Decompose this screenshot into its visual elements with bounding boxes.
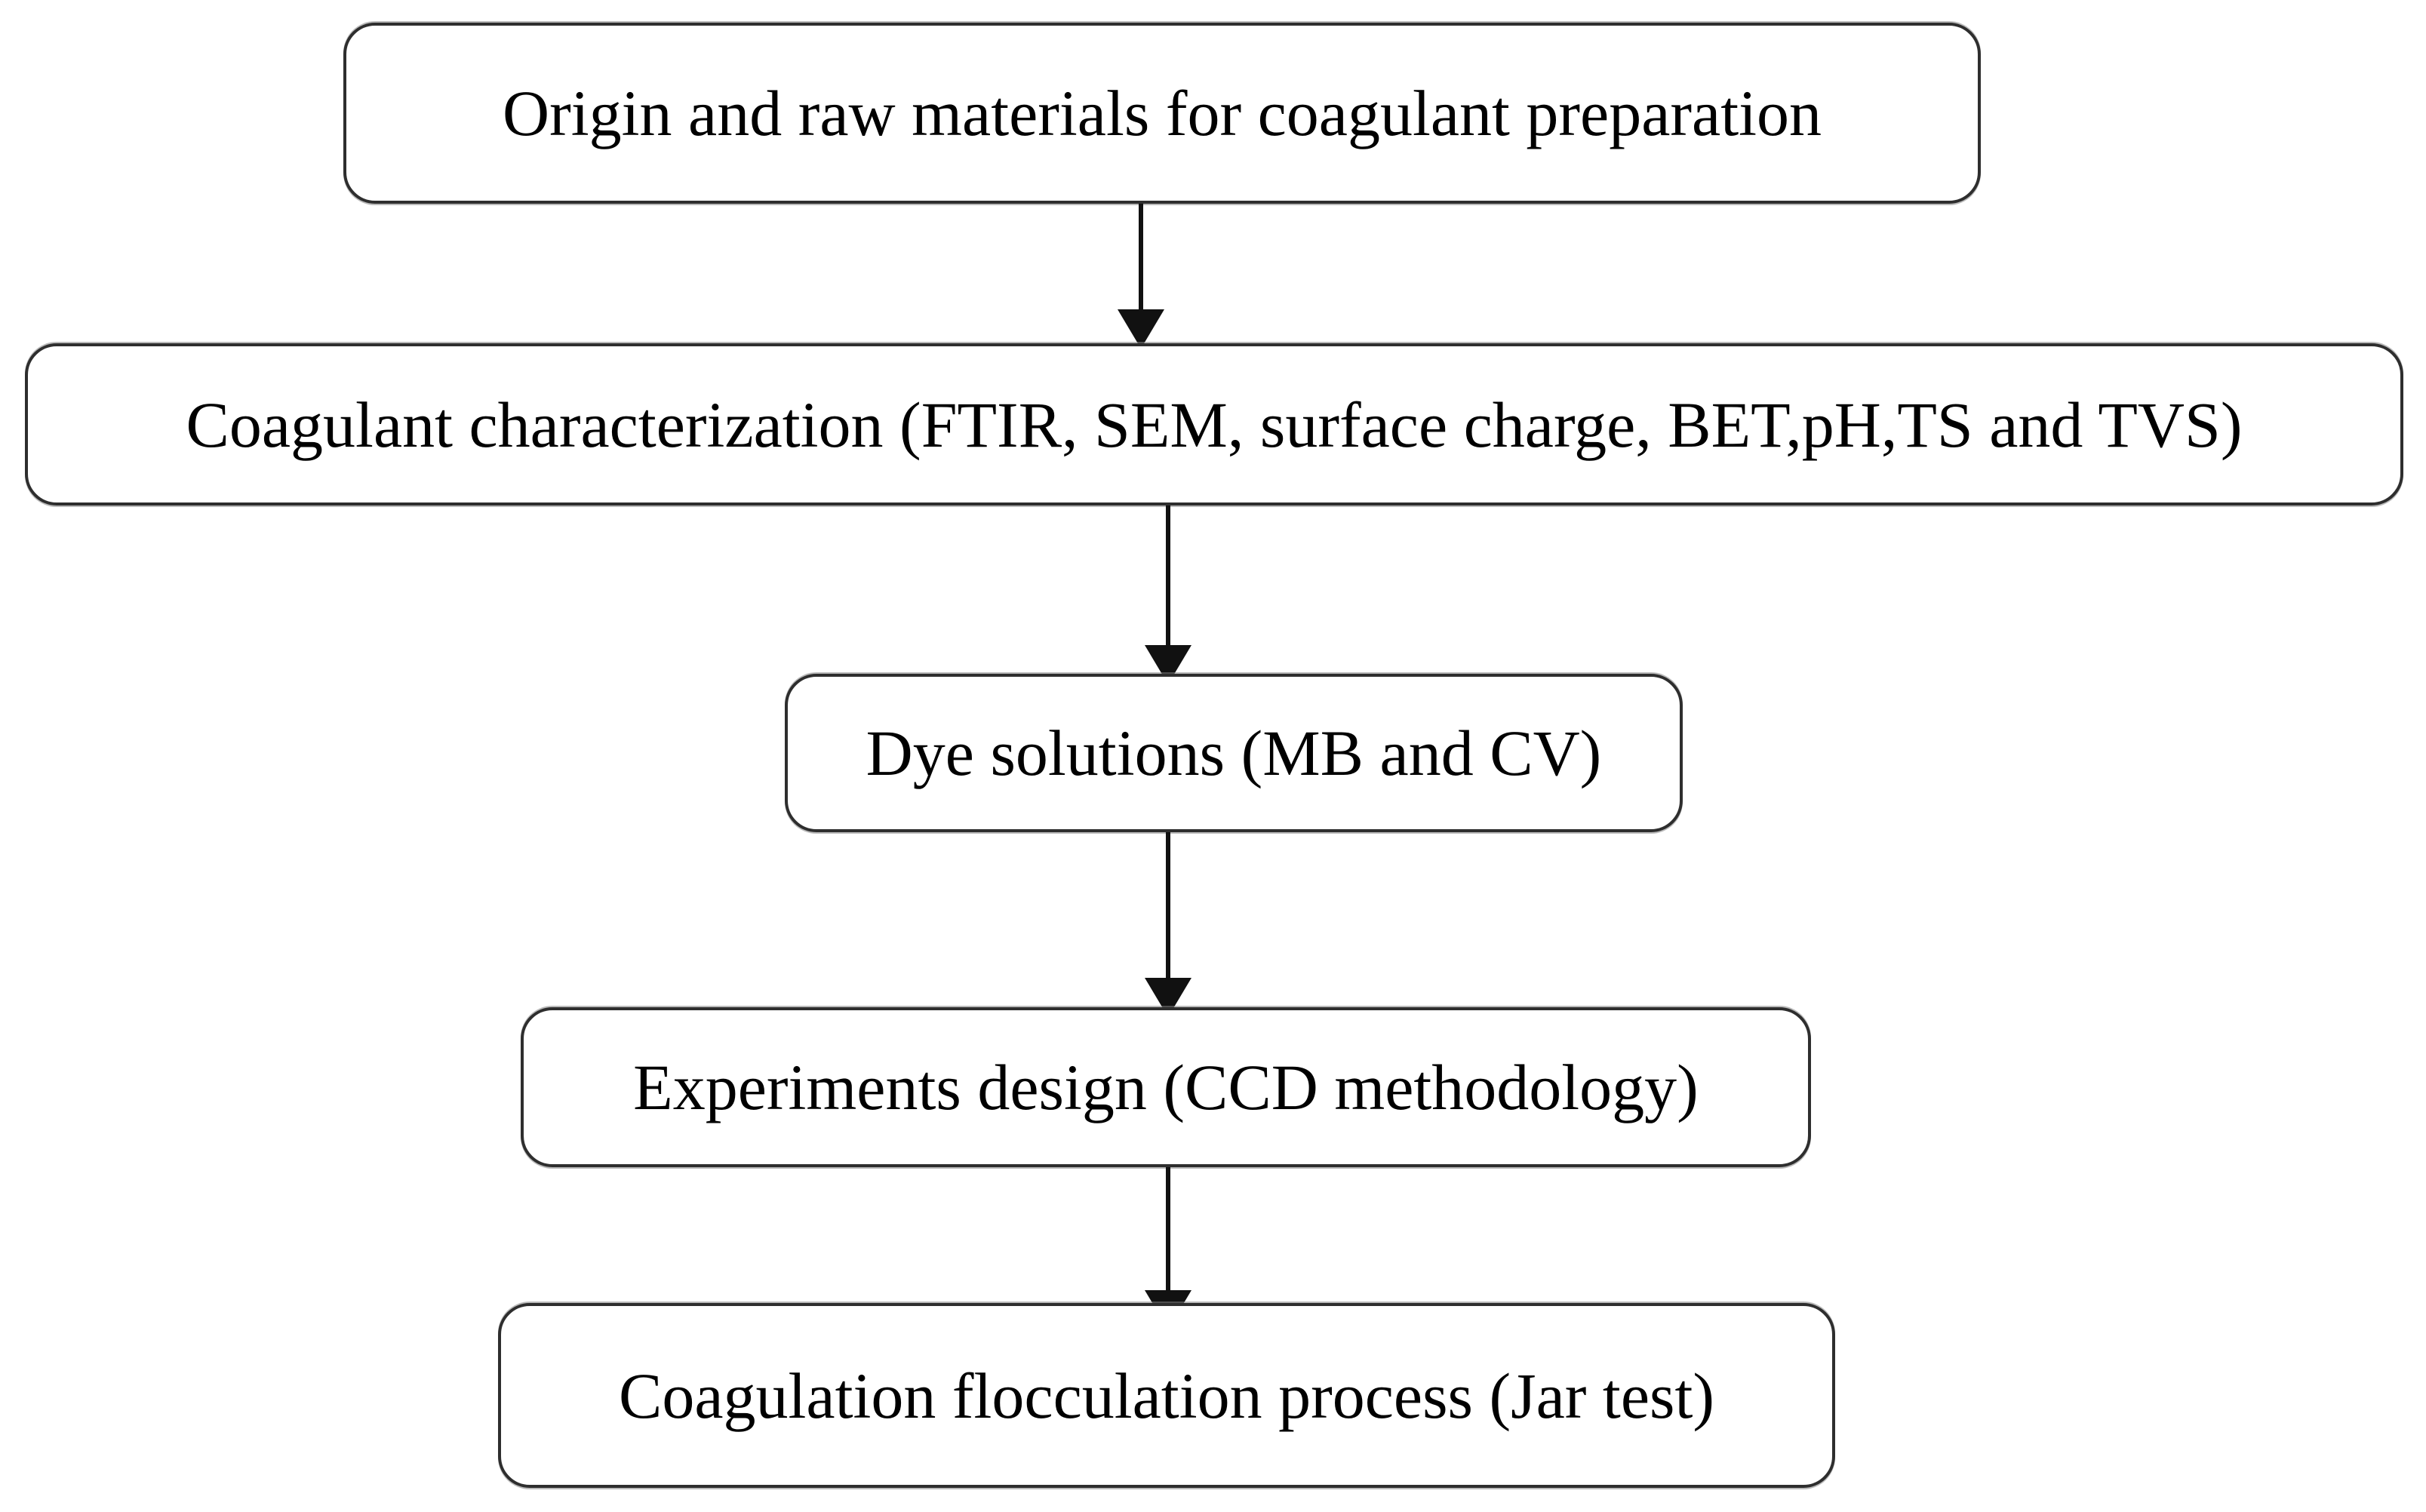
flow-node-coagulation-flocculation: Coagulation flocculation process (Jar te… [498, 1303, 1835, 1488]
flow-node-label: Dye solutions (MB and CV) [866, 717, 1602, 789]
flow-node-label: Experiments design (CCD methodology) [633, 1051, 1699, 1123]
flow-node-label: Origin and raw materials for coagulant p… [503, 77, 1822, 149]
flow-node-label: Coagulation flocculation process (Jar te… [618, 1359, 1714, 1432]
flow-arrow-1 [1117, 204, 1165, 349]
flow-node-experiments-design: Experiments design (CCD methodology) [521, 1007, 1811, 1167]
flow-arrow-2 [1144, 506, 1192, 684]
arrow-shaft [1166, 832, 1170, 984]
flow-node-label: Coagulant characterization (FTIR, SEM, s… [186, 388, 2243, 461]
arrow-shaft [1166, 1167, 1170, 1296]
flow-arrow-3 [1144, 832, 1192, 1017]
arrow-shaft [1139, 204, 1143, 315]
flow-node-coagulant-characterization: Coagulant characterization (FTIR, SEM, s… [25, 343, 2403, 506]
arrow-down-icon [1118, 309, 1164, 349]
arrow-shaft [1166, 506, 1170, 651]
flow-node-origin-raw-materials: Origin and raw materials for coagulant p… [343, 23, 1981, 204]
flow-node-dye-solutions: Dye solutions (MB and CV) [785, 674, 1683, 832]
